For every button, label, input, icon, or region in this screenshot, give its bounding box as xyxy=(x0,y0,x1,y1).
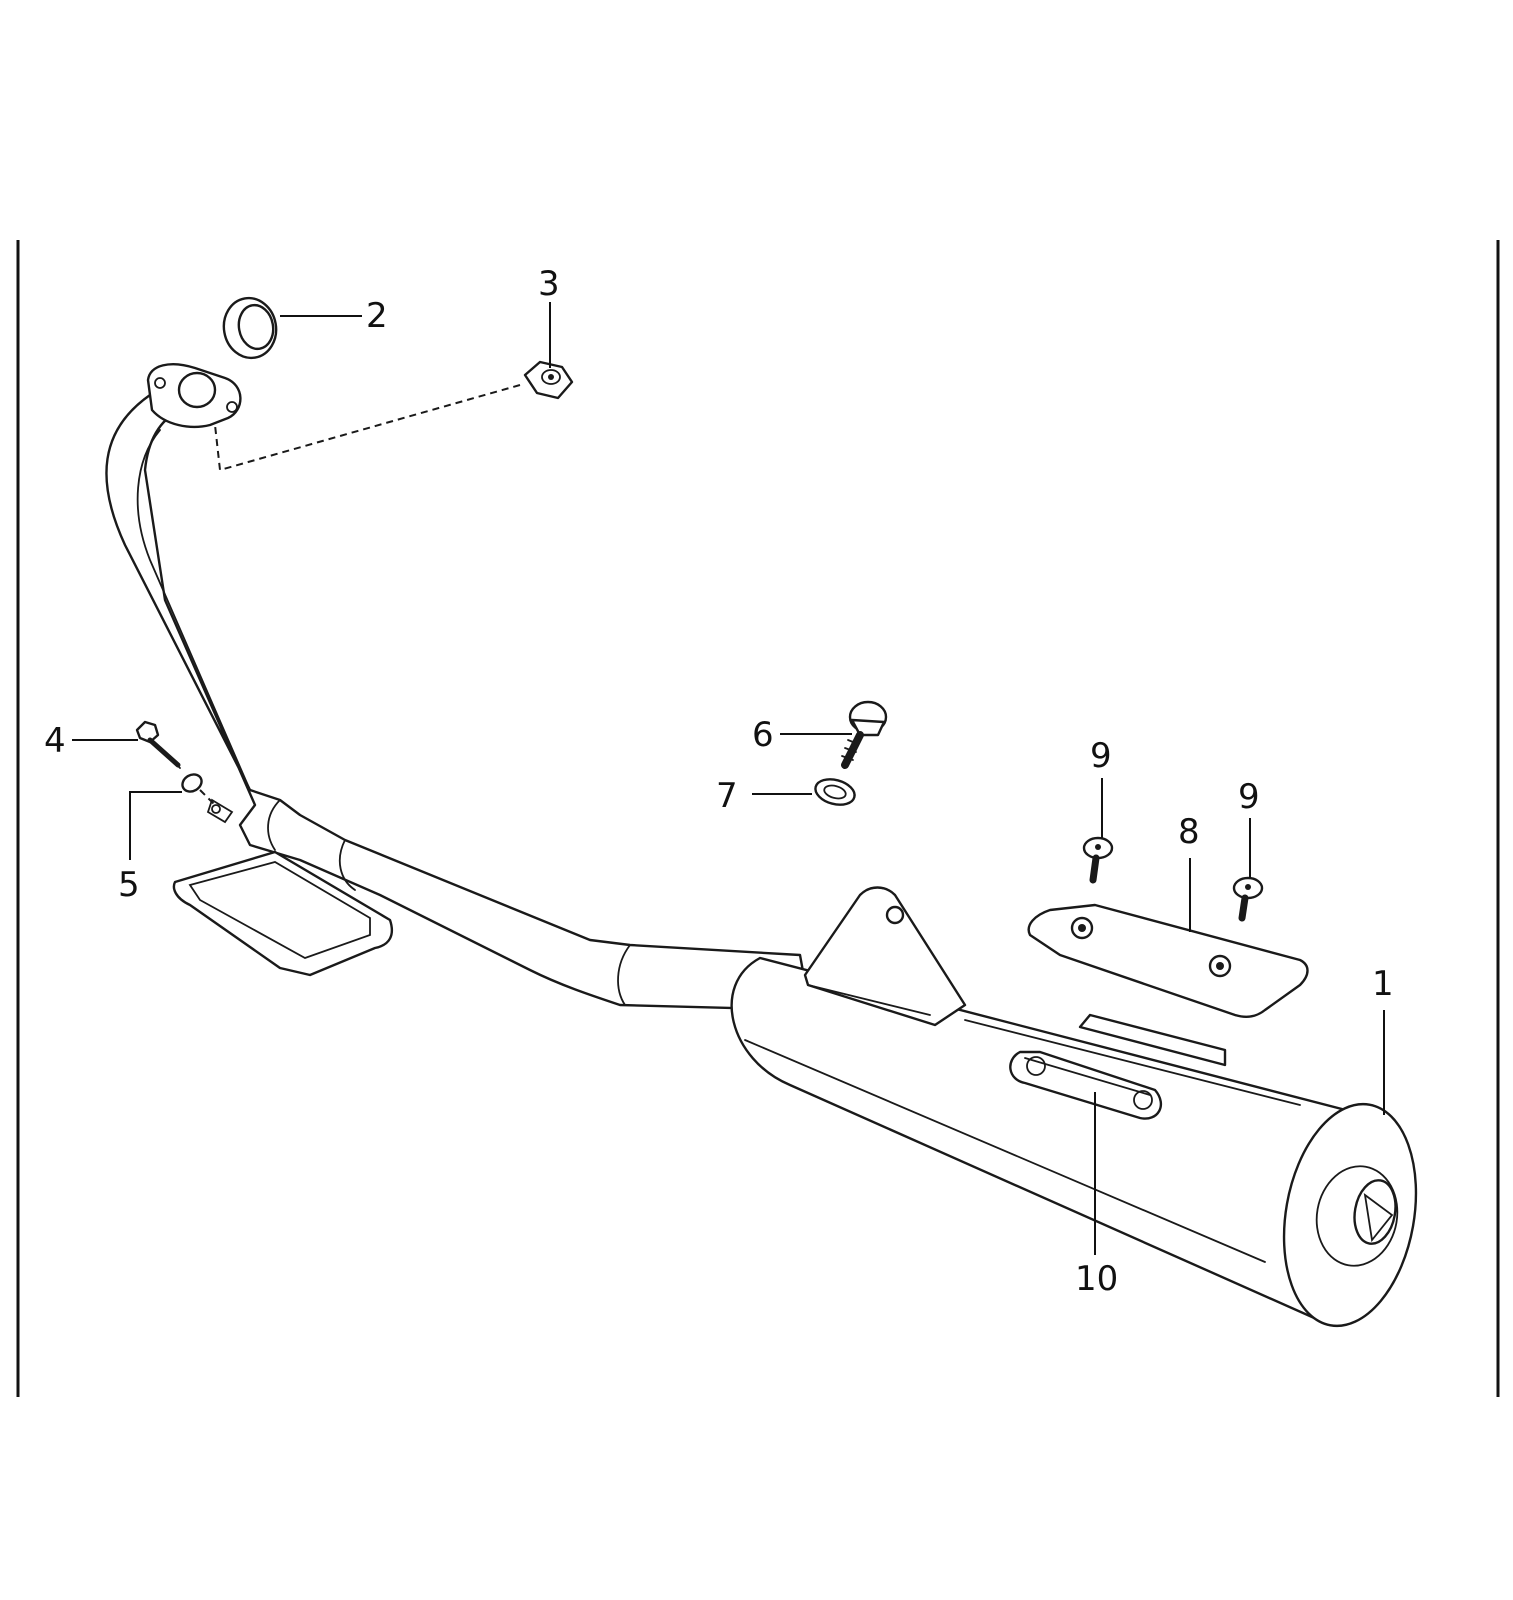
muffler-end-cap xyxy=(1282,1102,1418,1328)
bracket-bolt xyxy=(841,700,888,769)
callout-5: 5 xyxy=(118,865,140,905)
heat-shield-bolt xyxy=(135,720,181,769)
bolt-washer xyxy=(181,773,216,806)
callout-8: 8 xyxy=(1178,812,1200,852)
callout-4: 4 xyxy=(44,721,66,761)
leader-5 xyxy=(129,791,182,860)
exhaust-pipe xyxy=(105,363,812,1012)
flange-nut xyxy=(523,360,574,400)
callout-6: 6 xyxy=(752,715,774,755)
flange-port xyxy=(177,371,217,409)
shield-screw-right xyxy=(1232,876,1264,922)
muffler-emblem xyxy=(1009,1050,1162,1120)
muffler-rear-tab xyxy=(1078,1013,1227,1067)
callout-2: 2 xyxy=(366,296,388,336)
muffler-heat-shield xyxy=(1027,903,1309,1019)
callout-3: 3 xyxy=(538,264,560,304)
gasket-ring xyxy=(222,296,278,360)
nut-alignment-line xyxy=(214,384,521,472)
callout-1: 1 xyxy=(1372,964,1394,1004)
bracket-washer xyxy=(814,778,856,806)
shield-screw-left xyxy=(1082,836,1114,884)
lower-heat-shield xyxy=(172,850,394,977)
callout-9b: 9 xyxy=(1238,777,1260,817)
callout-7: 7 xyxy=(716,776,738,816)
muffler-mount-bracket xyxy=(803,886,967,1027)
callout-10: 10 xyxy=(1075,1259,1118,1299)
callout-9a: 9 xyxy=(1090,736,1112,776)
muffler xyxy=(730,886,1418,1328)
